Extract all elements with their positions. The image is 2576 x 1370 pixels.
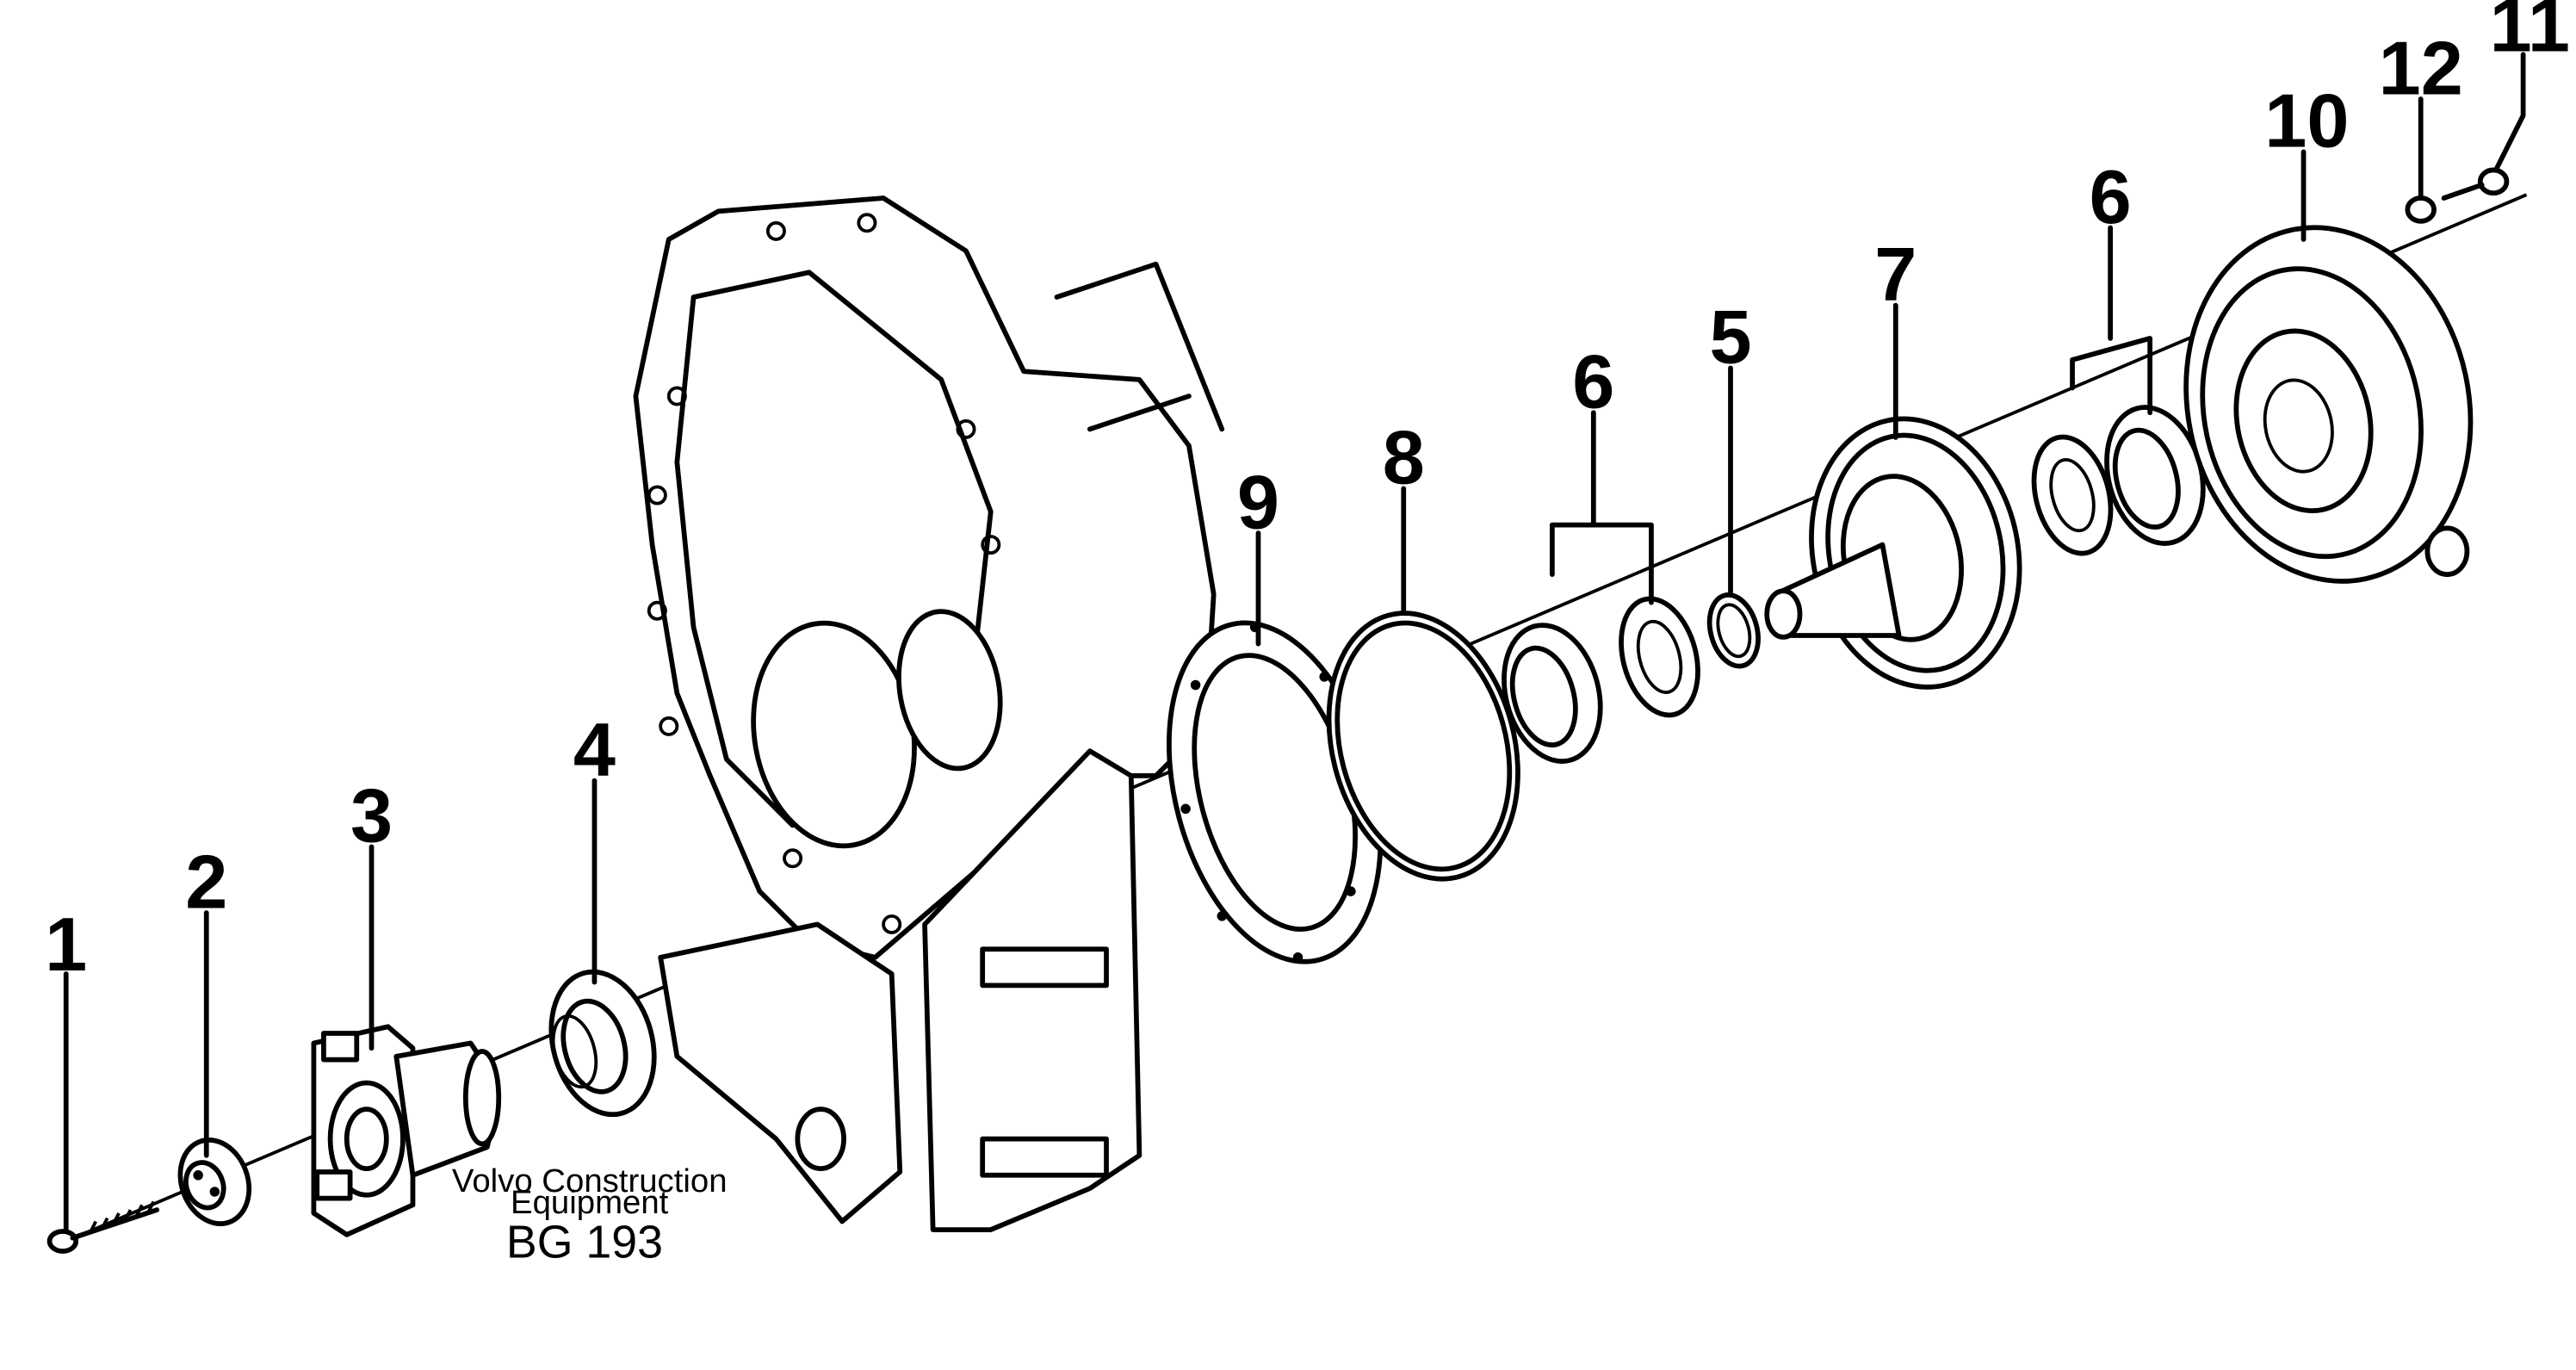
drawing-code: BG 193 [506, 1217, 663, 1268]
part-11-screw [2441, 167, 2510, 201]
part-8-o-ring [1326, 611, 1520, 882]
part-10-cover [2183, 225, 2474, 584]
transmission-housing [633, 195, 1225, 1232]
part-7-gear [1764, 416, 2022, 690]
callout-5: 5 [1709, 294, 1751, 380]
leader-lines [63, 52, 2526, 1232]
callout-4: 4 [573, 707, 616, 792]
callout-labels: 1 2 3 4 5 6 6 7 8 9 10 11 12 [45, 0, 2570, 987]
callout-10: 10 [2264, 78, 2349, 164]
callout-11: 11 [2490, 0, 2570, 67]
callout-12: 12 [2379, 25, 2463, 110]
callout-7: 7 [1874, 232, 1917, 317]
callout-3: 3 [350, 773, 393, 859]
part-2-washer [177, 1137, 252, 1226]
caption-equipment: Equipment [511, 1184, 669, 1221]
part-3-flange [311, 1024, 502, 1237]
part-6-bearing-left [1502, 596, 1700, 764]
callout-6-left: 6 [1572, 338, 1614, 424]
part-1-bolt [46, 1200, 160, 1254]
part-4-seal [548, 969, 657, 1118]
caption-company: Volvo Construction [452, 1162, 728, 1200]
callout-8: 8 [1383, 415, 1425, 500]
callout-1: 1 [45, 902, 87, 987]
callout-9: 9 [1237, 459, 1279, 544]
callout-2: 2 [185, 839, 227, 924]
part-12-washer [2405, 195, 2437, 224]
part-5-snap-ring [1706, 592, 1761, 669]
callout-6-right: 6 [2090, 154, 2132, 239]
